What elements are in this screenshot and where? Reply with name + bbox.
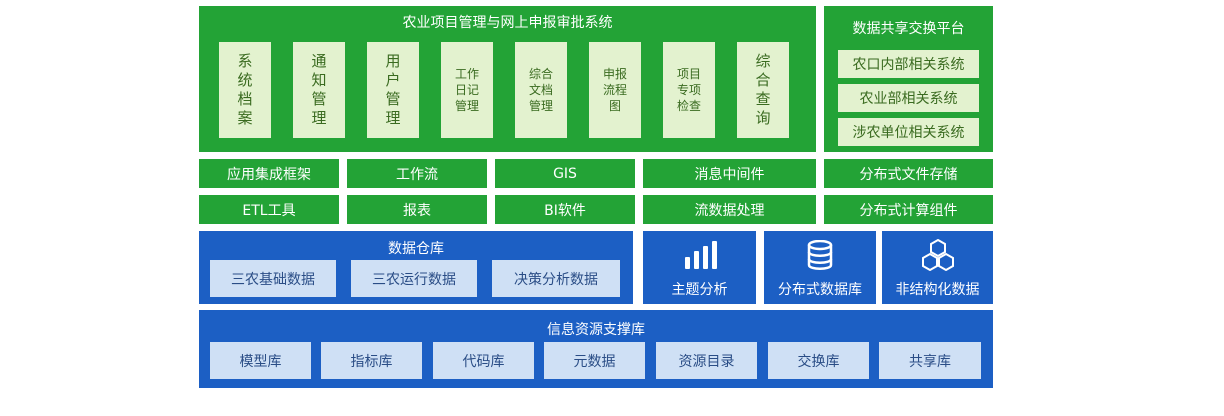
module-general-query: 综 合 查 询 (737, 42, 789, 138)
module-system-archive: 系 统 档 案 (219, 42, 271, 138)
module-label: 申报 流程 图 (602, 67, 627, 113)
sharing-platform-panel: 数据共享交换平台 农口内部相关系统 农业部相关系统 涉农单位相关系统 (824, 6, 993, 152)
module-label: 项目 专项 检查 (676, 67, 701, 113)
middleware-item: 消息中间件 (643, 159, 816, 188)
data-warehouse-panel: 数据仓库 三农基础数据 三农运行数据 决策分析数据 (199, 231, 633, 304)
middleware-item: 流数据处理 (643, 195, 816, 224)
middleware-item: GIS (495, 159, 635, 188)
cubes-icon (882, 239, 993, 271)
module-project-inspection: 项目 专项 检查 (663, 42, 715, 138)
service-unstructured-data: 非结构化数据 (882, 231, 993, 304)
resource-item: 交换库 (768, 342, 869, 379)
middleware-item: 分布式计算组件 (824, 195, 993, 224)
module-document-management: 综合 文档 管理 (515, 42, 567, 138)
resource-item: 资源目录 (656, 342, 757, 379)
sharing-platform-title: 数据共享交换平台 (852, 21, 965, 37)
service-label: 主题分析 (671, 282, 728, 298)
resource-item: 元数据 (544, 342, 645, 379)
bar-chart-icon (643, 241, 756, 271)
middleware-item: 分布式文件存储 (824, 159, 993, 188)
module-work-diary: 工作 日记 管理 (441, 42, 493, 138)
warehouse-item: 三农运行数据 (351, 260, 477, 297)
data-warehouse-title: 数据仓库 (388, 241, 444, 257)
middleware-item: 报表 (347, 195, 487, 224)
service-distributed-database: 分布式数据库 (764, 231, 876, 304)
module-label: 用 户 管 理 (385, 52, 401, 127)
service-topic-analysis: 主题分析 (643, 231, 756, 304)
resource-support-panel: 信息资源支撑库 模型库 指标库 代码库 元数据 资源目录 交换库 共享库 (199, 310, 993, 388)
middleware-item: 应用集成框架 (199, 159, 339, 188)
warehouse-item: 三农基础数据 (210, 260, 336, 297)
service-label: 非结构化数据 (895, 282, 980, 298)
module-label: 综 合 查 询 (755, 52, 771, 127)
middleware-item: ETL工具 (199, 195, 339, 224)
module-application-flowchart: 申报 流程 图 (589, 42, 641, 138)
warehouse-item: 决策分析数据 (492, 260, 620, 297)
sharing-item: 农口内部相关系统 (838, 50, 979, 78)
module-label: 系 统 档 案 (237, 52, 253, 127)
middleware-item: BI软件 (495, 195, 635, 224)
module-notice-management: 通 知 管 理 (293, 42, 345, 138)
sharing-item: 农业部相关系统 (838, 84, 979, 112)
module-user-management: 用 户 管 理 (367, 42, 419, 138)
module-label: 通 知 管 理 (311, 52, 327, 127)
resource-item: 共享库 (879, 342, 981, 379)
resource-item: 代码库 (433, 342, 534, 379)
database-icon (764, 240, 876, 270)
module-label: 综合 文档 管理 (528, 67, 553, 113)
approval-system-title: 农业项目管理与网上申报审批系统 (402, 15, 613, 31)
service-label: 分布式数据库 (778, 282, 862, 298)
resource-support-title: 信息资源支撑库 (547, 322, 645, 338)
approval-system-panel: 农业项目管理与网上申报审批系统 系 统 档 案 通 知 管 理 用 户 管 理 … (199, 6, 816, 152)
middleware-item: 工作流 (347, 159, 487, 188)
resource-item: 指标库 (321, 342, 422, 379)
module-label: 工作 日记 管理 (454, 67, 479, 113)
sharing-item: 涉农单位相关系统 (838, 118, 979, 146)
resource-item: 模型库 (210, 342, 311, 379)
